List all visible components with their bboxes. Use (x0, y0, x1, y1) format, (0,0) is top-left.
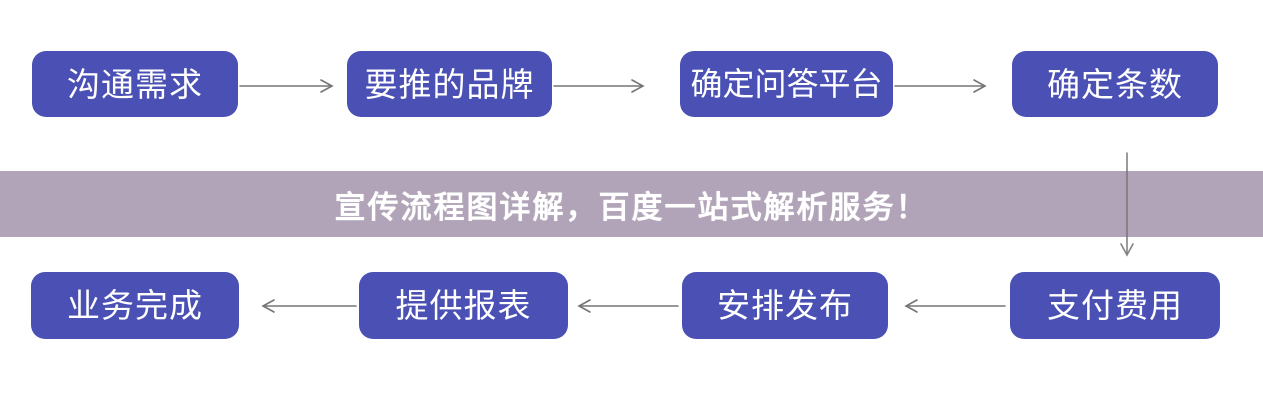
flow-node-business-complete: 业务完成 (31, 272, 239, 339)
flow-node-provide-reports: 提供报表 (359, 272, 568, 339)
flow-node-communicate-needs: 沟通需求 (32, 51, 238, 117)
flow-node-arrange-publishing: 安排发布 (682, 272, 888, 339)
arrow-left-2 (577, 299, 679, 313)
arrow-right-3 (894, 79, 987, 93)
arrow-left-3 (261, 299, 357, 313)
flow-node-determine-qa-platform: 确定问答平台 (680, 51, 893, 117)
arrow-right-1 (239, 79, 334, 93)
flow-node-pay-fees: 支付费用 (1010, 272, 1220, 339)
flow-node-brand-to-promote: 要推的品牌 (347, 51, 552, 117)
flow-node-determine-quantity: 确定条数 (1012, 51, 1218, 117)
arrow-left-1 (904, 299, 1006, 313)
arrow-right-2 (553, 79, 645, 93)
promo-banner: 宣传流程图详解，百度一站式解析服务！ (0, 171, 1263, 237)
promo-banner-title: 宣传流程图详解，百度一站式解析服务！ (334, 189, 929, 225)
